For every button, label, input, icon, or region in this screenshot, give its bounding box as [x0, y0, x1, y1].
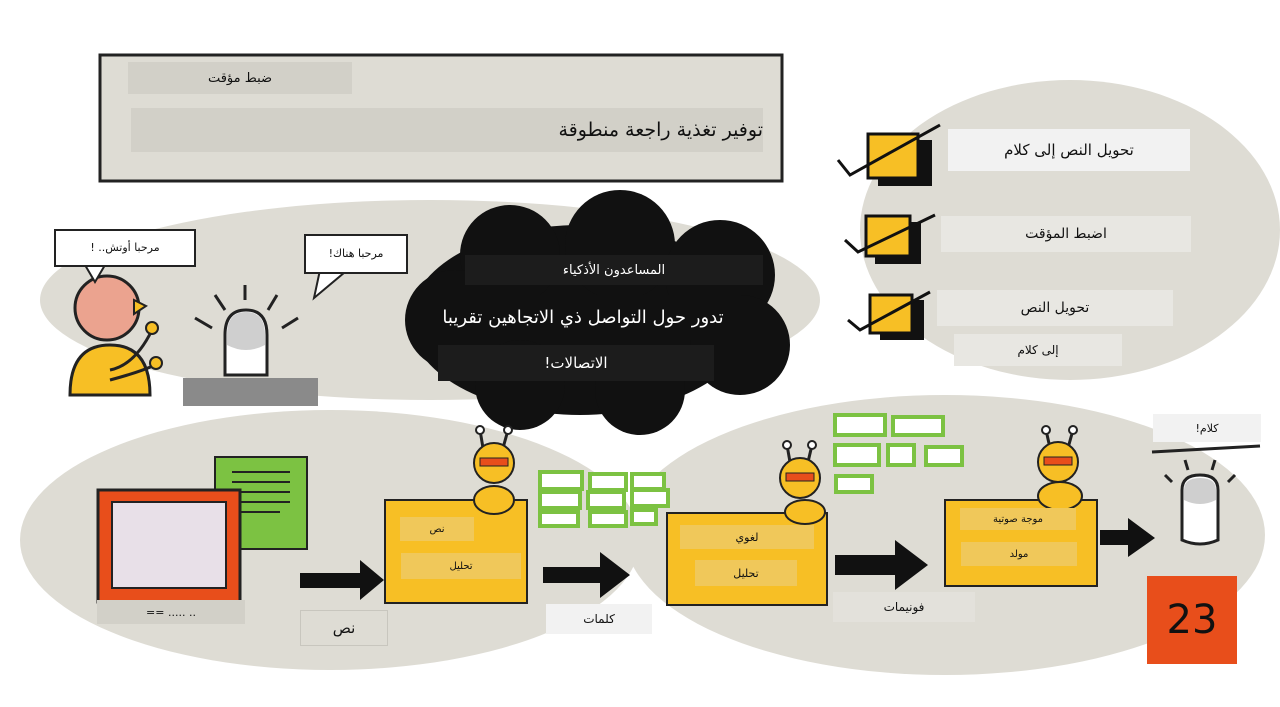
person-figure — [68, 274, 163, 397]
robot-2 — [779, 440, 826, 525]
smart-speaker — [183, 285, 318, 406]
label-words: كلمات — [546, 604, 652, 634]
checkbox-2 — [843, 213, 936, 264]
checklist-item-text: تحويل النص — [937, 290, 1173, 326]
checklist-item-tts: تحويل النص إلى كلام — [948, 129, 1190, 171]
device-speech-bubble: مرحبا هناك! — [328, 246, 384, 260]
checklist-item-timer: اضبط المؤقت — [941, 216, 1191, 252]
screen-caption: == ..... .. — [97, 600, 245, 624]
checkbox-1 — [836, 123, 941, 186]
checkbox-3 — [847, 290, 931, 340]
person-speech-bubble: مرحبا أوتش.. ! — [90, 240, 160, 254]
page-number-badge: 23 — [1147, 576, 1237, 664]
label-text-input: نص — [300, 610, 388, 646]
monitor-illustration — [96, 456, 308, 604]
cloud-footer-text: الاتصالات! — [438, 345, 714, 381]
page-title: توفير تغذية راجعة منطوقة — [131, 108, 763, 152]
box2-label-analysis: تحليل — [695, 560, 797, 586]
word-cards — [538, 470, 670, 528]
output-speaker — [1151, 444, 1261, 546]
cloud-main-text: تدور حول التواصل ذي الاتجاهين تقريبا — [427, 295, 739, 340]
analysis-box-1 — [384, 499, 528, 604]
robot-1 — [473, 425, 515, 515]
box3-label-waveform: موجة صوتية — [960, 508, 1076, 530]
box1-label-text: نص — [400, 517, 474, 541]
box1-label-analysis: تحليل — [401, 553, 521, 579]
header-subtitle: ضبط مؤقت — [128, 62, 352, 94]
pipeline-arrows — [300, 518, 1155, 600]
cloud-heading: المساعدون الأذكياء — [465, 255, 763, 285]
phoneme-cards — [833, 413, 964, 494]
box3-label-generator: مولد — [961, 542, 1077, 566]
checklist-item-speech: إلى كلام — [954, 334, 1122, 366]
box2-label-linguistic: لغوي — [680, 525, 814, 549]
label-speech-output: كلام! — [1153, 414, 1261, 442]
label-phonemes: فونيمات — [833, 592, 975, 622]
